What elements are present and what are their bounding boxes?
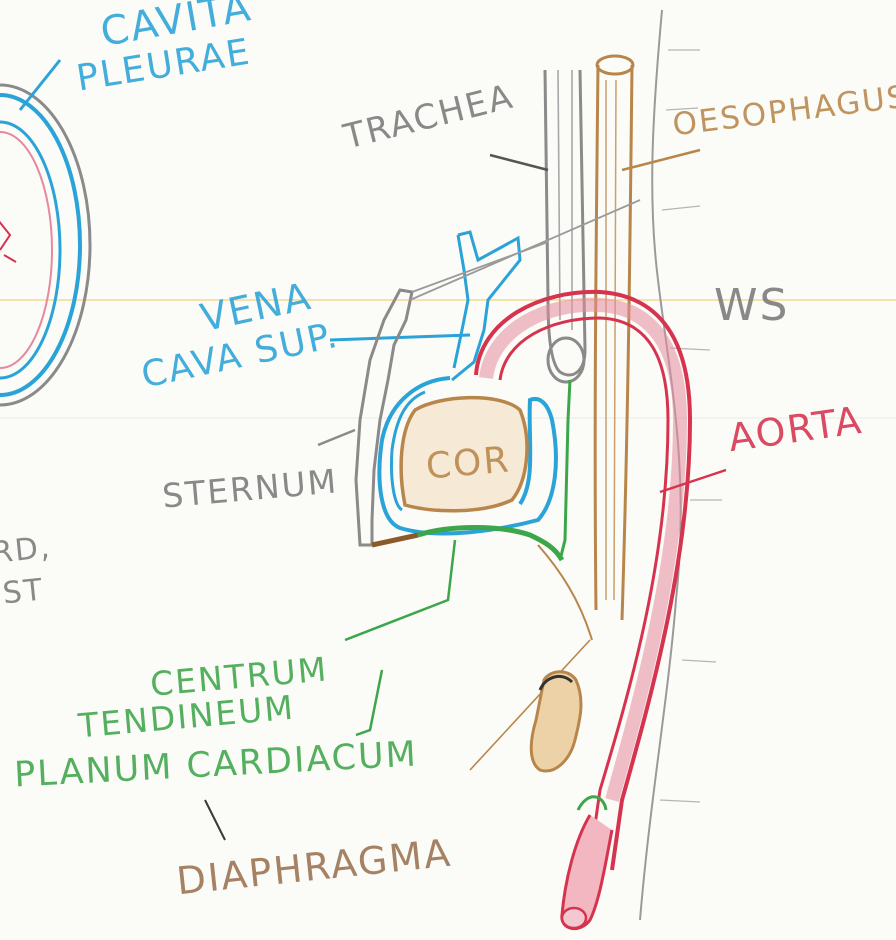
label-cor: COR (425, 442, 512, 485)
aorta-shape (476, 292, 690, 929)
label-ws: WS (714, 284, 789, 328)
label-edge-fragment-2: IST (0, 575, 46, 610)
pleura-circles (0, 60, 90, 405)
oesophagus-shape (595, 56, 633, 620)
label-edge-fragment-1: RD, (0, 533, 53, 569)
